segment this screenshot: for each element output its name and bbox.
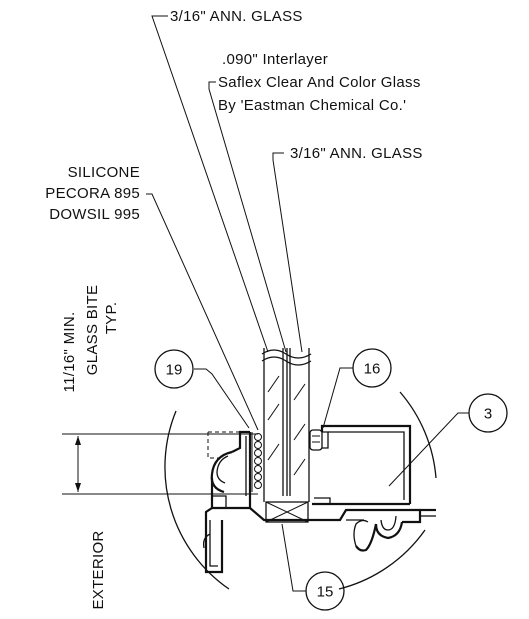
callout-16: 16	[352, 348, 392, 388]
callout-19: 19	[154, 349, 194, 389]
callout-16-number: 16	[364, 361, 381, 378]
callout-15: 15	[305, 571, 345, 611]
silicone-label-line2: PECORA 895	[45, 185, 140, 202]
exterior-label: EXTERIOR	[90, 530, 107, 609]
outer-glass-label: 3/16" ANN. GLASS	[170, 8, 303, 25]
glass-bite-label: GLASS BITE	[84, 285, 101, 376]
interlayer-label-line3: By 'Eastman Chemical Co.'	[218, 97, 406, 114]
callout-3-number: 3	[484, 406, 492, 423]
glazing-gasket	[309, 429, 329, 451]
interlayer-label-line1: .090" Interlayer	[222, 51, 328, 68]
inner-glass-label: 3/16" ANN. GLASS	[290, 145, 423, 162]
callout-3: 3	[468, 393, 508, 433]
glass-bite-typ-label: TYP.	[103, 302, 120, 335]
dimension-lines	[62, 433, 258, 495]
callout-15-number: 15	[317, 584, 334, 601]
silicone-label-line3: DOWSIL 995	[49, 206, 140, 223]
leader-lines	[146, 15, 469, 592]
silicone-bead	[251, 432, 262, 492]
silicone-label-line1: SILICONE	[68, 164, 140, 181]
dimension-label: 11/16" MIN.	[61, 312, 78, 393]
callout-19-number: 19	[166, 362, 183, 379]
aluminum-frame	[202, 424, 436, 574]
interlayer-label-line2: Saflex Clear And Color Glass	[218, 74, 421, 91]
setting-block	[265, 501, 309, 523]
laminated-glass-unit	[261, 348, 312, 502]
